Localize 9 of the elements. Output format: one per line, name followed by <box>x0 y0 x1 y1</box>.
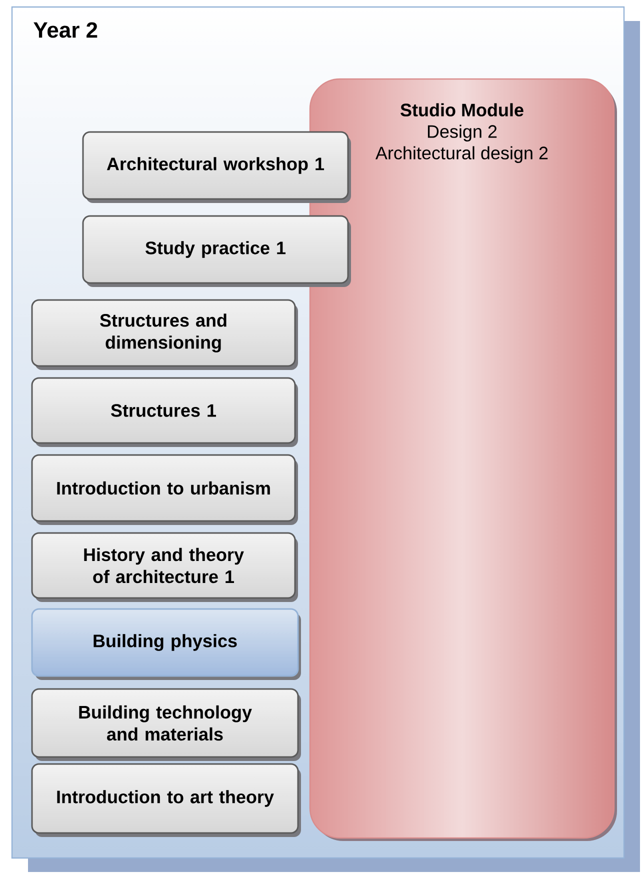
course-box: Building technology and materials <box>31 688 301 761</box>
course-box: Study practice 1 <box>82 215 351 287</box>
course-box: Structures and dimensioning <box>31 299 298 370</box>
course-box: Building physics <box>31 608 301 680</box>
course-box: Introduction to art theory <box>31 763 301 837</box>
course-box: Introduction to urbanism <box>31 454 298 525</box>
course-box: History and theory of architecture 1 <box>31 532 298 602</box>
course-box: Architectural workshop 1 <box>82 131 351 203</box>
course-box: Structures 1 <box>31 377 298 447</box>
